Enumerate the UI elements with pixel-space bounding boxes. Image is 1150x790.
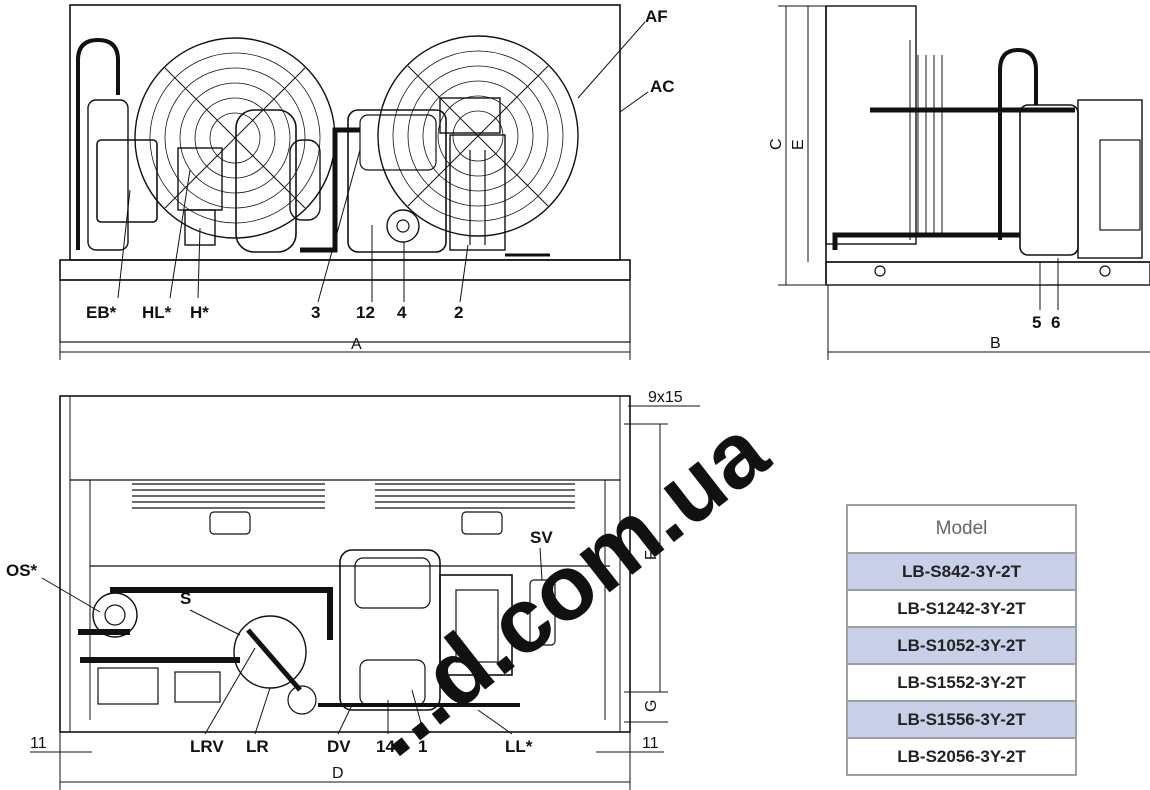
condenser-fan-left bbox=[134, 37, 336, 239]
front-view bbox=[59, 4, 649, 360]
callout-LR: LR bbox=[246, 737, 269, 756]
callout-AF: AF bbox=[645, 7, 668, 26]
model-row: LB-S842-3Y-2T bbox=[848, 554, 1075, 591]
callout-1: 1 bbox=[418, 737, 427, 756]
model-table-header: Model bbox=[848, 506, 1075, 554]
dimension-E: E bbox=[790, 139, 807, 150]
condenser-fan-right bbox=[377, 35, 579, 237]
dimension-11-right: 11 bbox=[642, 735, 659, 752]
model-row: LB-S1052-3Y-2T bbox=[848, 628, 1075, 665]
callout-AC: AC bbox=[650, 77, 675, 96]
fan-grill-right bbox=[375, 483, 575, 535]
callout-4: 4 bbox=[397, 303, 407, 322]
top-view bbox=[30, 395, 700, 790]
callout-S: S bbox=[180, 589, 191, 608]
callout-HL: HL* bbox=[142, 303, 172, 322]
model-row: LB-S1242-3Y-2T bbox=[848, 591, 1075, 628]
side-view bbox=[778, 5, 1150, 360]
callout-3: 3 bbox=[311, 303, 320, 322]
callout-2: 2 bbox=[454, 303, 463, 322]
model-row: LB-S2056-3Y-2T bbox=[897, 747, 1026, 766]
watermark: ...d.com.ua bbox=[345, 399, 787, 776]
dimension-F: F bbox=[643, 550, 660, 560]
callout-14: 14 bbox=[376, 737, 395, 756]
callout-EB: EB* bbox=[86, 303, 117, 322]
callout-H: H* bbox=[190, 303, 209, 322]
model-table: Model LB-S842-3Y-2T LB-S1242-3Y-2T LB-S1… bbox=[846, 504, 1077, 776]
callout-LL: LL* bbox=[505, 737, 533, 756]
dimension-B: B bbox=[990, 335, 1001, 352]
callout-SV: SV bbox=[530, 528, 553, 547]
model-row: LB-S1556-3Y-2T bbox=[848, 702, 1075, 739]
dimension-G: G bbox=[643, 700, 660, 712]
callout-DV: DV bbox=[327, 737, 351, 756]
callout-5: 5 bbox=[1032, 313, 1041, 332]
callout-6: 6 bbox=[1051, 313, 1060, 332]
model-row: LB-S1552-3Y-2T bbox=[848, 665, 1075, 702]
callout-LRV: LRV bbox=[190, 737, 224, 756]
callout-12: 12 bbox=[356, 303, 375, 322]
callout-OS: OS* bbox=[6, 561, 38, 580]
dimension-11-left: 11 bbox=[30, 735, 47, 752]
dimension-A: A bbox=[351, 336, 362, 353]
fan-grill-left bbox=[132, 483, 325, 535]
dimension-D: D bbox=[332, 765, 344, 782]
dimension-C: C bbox=[768, 138, 785, 150]
dimension-9x15: 9x15 bbox=[648, 389, 683, 406]
